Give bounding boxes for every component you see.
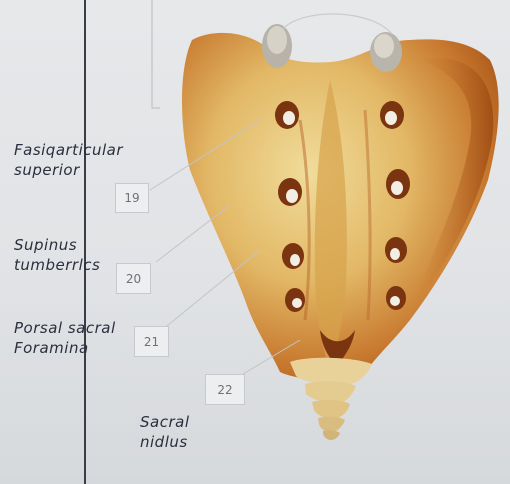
handwritten-line: superior [14,160,123,180]
label-box-22[interactable]: 22 [205,374,245,405]
handwritten-label-21: Porsal sacral Foramina [14,318,116,358]
label-box-20[interactable]: 20 [116,263,151,294]
handwritten-line: Supinus [14,235,100,255]
handwritten-label-19: Fasiqarticular superior [14,140,123,180]
label-box-21[interactable]: 21 [134,326,169,357]
handwritten-label-22: Sacral nidlus [140,412,190,452]
label-box-19[interactable]: 19 [115,183,149,213]
handwritten-label-20: Supinus tumberrlcs [14,235,100,275]
handwritten-line: Sacral [140,412,190,432]
coccyx [290,358,372,440]
handwritten-line: nidlus [140,432,190,452]
handwritten-line: Foramina [14,338,116,358]
handwritten-line: Fasiqarticular [14,140,123,160]
handwritten-line: Porsal sacral [14,318,116,338]
handwritten-line: tumberrlcs [14,255,100,275]
